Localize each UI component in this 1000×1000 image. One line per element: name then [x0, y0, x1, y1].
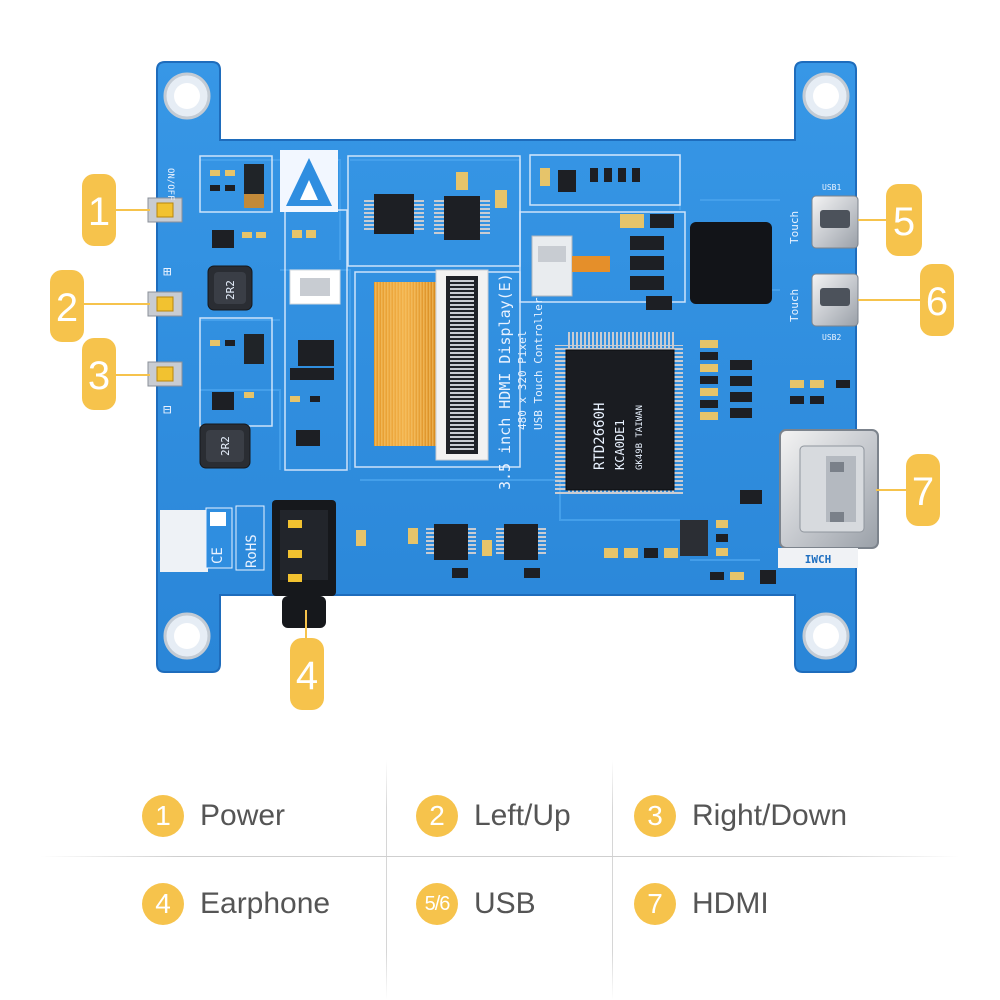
legend-divider-v2: [612, 760, 613, 1000]
legend-num: 3: [634, 795, 676, 837]
chip-name: RTD2660H: [592, 403, 608, 470]
svg-text:2R2: 2R2: [224, 280, 237, 300]
legend-divider-v1: [386, 760, 387, 1000]
mounting-hole-br: [802, 612, 850, 660]
legend-num: 4: [142, 883, 184, 925]
legend-item-right-down: 3 Right/Down: [634, 776, 847, 856]
main-chip: RTD2660H KCA0DE1 GK49B TAIWAN: [555, 332, 683, 495]
svg-text:4: 4: [296, 654, 318, 698]
rohs-mark: RoHS: [244, 534, 260, 568]
board-illustration: ON/OFF ⊞ ⊟ 2R2 2R2: [50, 61, 954, 710]
down-button-part: [147, 361, 183, 387]
legend-label: Power: [200, 799, 286, 832]
legend-item-power: 1 Power: [142, 776, 285, 856]
mounting-hole-bl: [163, 612, 211, 660]
usb-port-1: [811, 195, 859, 249]
legend-label: HDMI: [692, 887, 769, 920]
up-button-part: [147, 291, 183, 317]
svg-text:2R2: 2R2: [219, 436, 232, 456]
usb1-silk: Touch: [788, 211, 801, 244]
ffc-ribbon: [374, 269, 489, 461]
ic-touch-ctrl: [434, 196, 490, 240]
brand-silk: IWCH: [805, 553, 832, 566]
cert-block: CE RoHS: [160, 505, 265, 572]
callout-6: 6: [920, 264, 954, 336]
callout-7: 7: [906, 454, 940, 526]
up-symbol: ⊞: [163, 264, 172, 280]
ce-mark: CE: [210, 547, 226, 564]
silk-resolution: 480 x 320 Pixel: [516, 331, 529, 430]
resistor-column: [700, 340, 850, 420]
ic-bottom-1: [426, 524, 476, 560]
callout-2: 2: [50, 270, 84, 342]
usb-port-2: [811, 273, 859, 327]
callout-4: 4: [290, 638, 324, 710]
svg-text:6: 6: [926, 280, 948, 324]
smd-parts-midleft: [289, 230, 341, 446]
legend-item-usb: 5/6 USB: [416, 864, 536, 944]
usb2-tag: USB2: [822, 333, 841, 342]
legend-label: USB: [474, 887, 536, 920]
legend-num: 5/6: [416, 883, 458, 925]
power-button-part: [147, 197, 183, 223]
legend-divider-h: [40, 856, 960, 857]
brand-logo: [280, 150, 338, 212]
callout-1: 1: [82, 174, 116, 246]
hdmi-port-part: IWCH: [778, 429, 879, 568]
svg-text:2: 2: [56, 286, 78, 330]
legend-label: Left/Up: [474, 799, 571, 832]
callout-3: 3: [82, 338, 116, 410]
usb1-tag: USB1: [822, 183, 841, 192]
legend-label: Right/Down: [692, 799, 848, 832]
mounting-hole-tl: [163, 72, 211, 120]
cap-array: [620, 214, 674, 310]
earphone-jack-part: [272, 500, 336, 628]
legend-item-left-up: 2 Left/Up: [416, 776, 571, 856]
inductor-l4: 2R2: [199, 423, 251, 469]
legend-num: 7: [634, 883, 676, 925]
chip-origin: GK49B TAIWAN: [635, 405, 645, 470]
mounting-hole-tr: [802, 72, 850, 120]
legend-num: 2: [416, 795, 458, 837]
inductor-l3: 2R2: [207, 265, 253, 311]
ic-bottom-2: [496, 524, 546, 560]
chip-code: KCA0DE1: [613, 419, 627, 470]
svg-text:7: 7: [912, 470, 934, 514]
legend-num: 1: [142, 795, 184, 837]
svg-text:5: 5: [893, 200, 915, 244]
callout-leaders: [84, 209, 922, 638]
smd-parts-top: [456, 168, 640, 208]
smd-parts-bottom: [356, 490, 776, 584]
down-symbol: ⊟: [163, 402, 172, 418]
legend-table: 1 Power 2 Left/Up 3 Right/Down 4 Earphon…: [0, 760, 1000, 1000]
legend-label: Earphone: [200, 887, 331, 920]
connector-p1: [531, 235, 610, 297]
silk-controller: USB Touch Controller: [532, 297, 545, 430]
callout-5: 5: [886, 184, 922, 256]
usb2-silk: Touch: [788, 289, 801, 322]
svg-text:3: 3: [88, 354, 110, 398]
smd-parts-left: [210, 164, 266, 410]
ic-usb-hub: [690, 222, 772, 304]
ic-u9: [364, 194, 424, 234]
legend-item-hdmi: 7 HDMI: [634, 864, 769, 944]
silk-board-name: 3.5 inch HDMI Display(E): [496, 273, 514, 490]
power-silk-label: ON/OFF: [165, 168, 175, 201]
svg-text:1: 1: [88, 190, 110, 234]
legend-item-earphone: 4 Earphone: [142, 864, 330, 944]
